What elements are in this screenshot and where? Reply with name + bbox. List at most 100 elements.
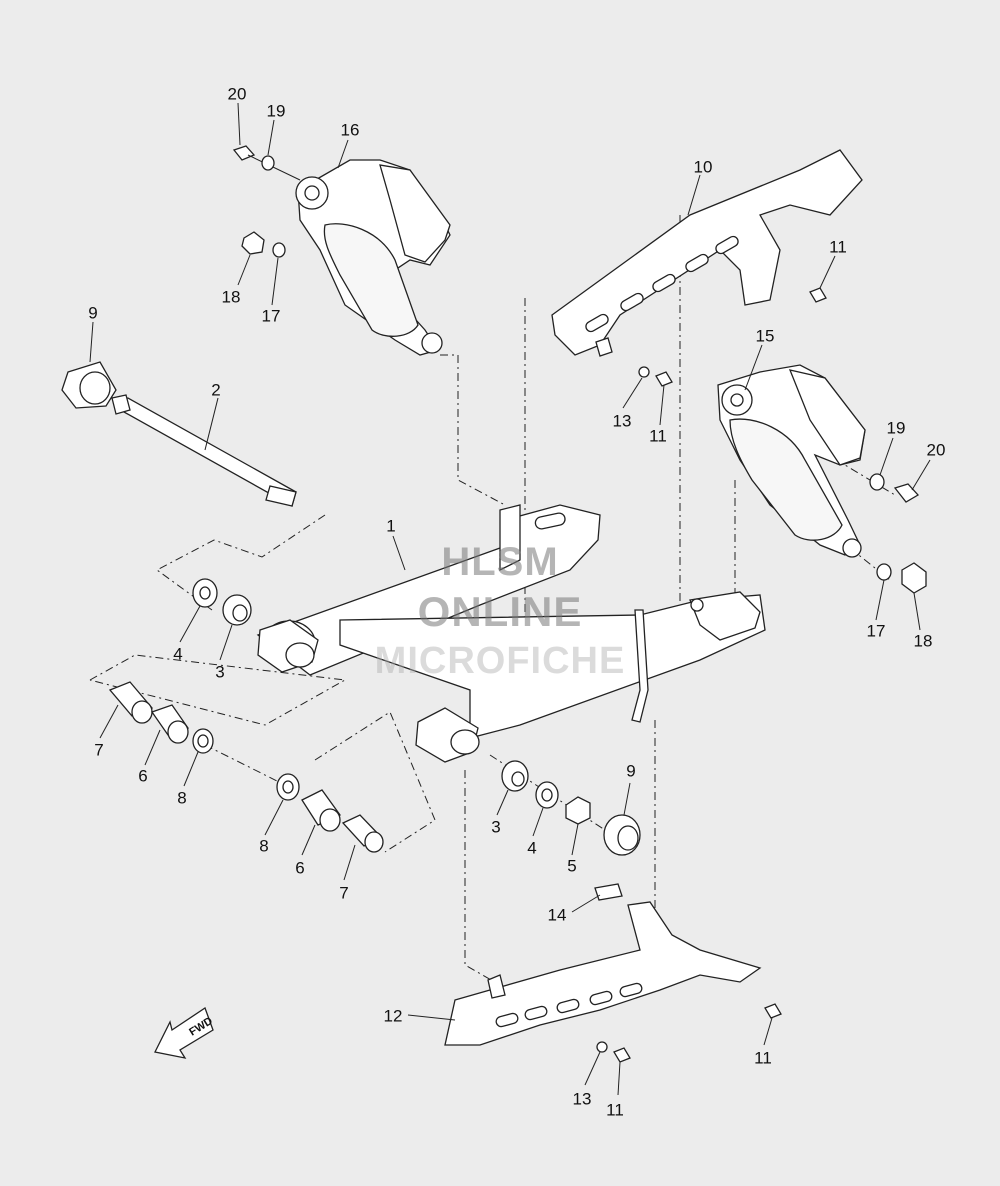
bolt-20-right	[893, 483, 920, 503]
leader-5	[571, 823, 579, 856]
leader-16	[337, 139, 349, 169]
callout-11-case-bottom[interactable]: 11	[606, 1100, 624, 1120]
collar-13-lower	[596, 1041, 608, 1053]
callout-5[interactable]: 5	[567, 856, 577, 876]
leader-6b	[301, 824, 316, 856]
leader-8a	[183, 751, 199, 787]
callout-7-right[interactable]: 7	[339, 883, 349, 903]
leader-17a	[271, 257, 279, 306]
leader-9b	[623, 782, 631, 816]
leader-11b	[659, 384, 665, 426]
callout-4-upper[interactable]: 4	[173, 644, 183, 664]
pivot-shaft	[111, 394, 297, 507]
leader-2	[204, 397, 219, 451]
pivot-nut-5	[565, 796, 591, 825]
thrust-washer-4-upper-hole	[199, 586, 211, 600]
callout-9-lower[interactable]: 9	[626, 761, 636, 781]
callout-14[interactable]: 14	[547, 905, 567, 925]
leader-9a	[89, 321, 94, 363]
leader-11a	[819, 255, 836, 289]
leader-19b	[879, 437, 894, 476]
callout-9-upper[interactable]: 9	[88, 303, 98, 323]
rear-shock-left-reservoir	[379, 164, 451, 263]
chain-case-upper-slot-2	[620, 292, 644, 312]
needle-bearing-6-left-end	[167, 720, 189, 744]
chain-case-lower-tab	[487, 974, 506, 999]
swingarm	[256, 504, 766, 763]
callout-19-upper[interactable]: 19	[266, 101, 286, 121]
callout-12[interactable]: 12	[383, 1006, 403, 1026]
rear-shock-left	[295, 159, 451, 356]
left-bearing-alignment-line	[89, 654, 347, 726]
leader-7a	[99, 704, 119, 739]
callout-16[interactable]: 16	[340, 120, 360, 140]
swingarm-left-slot	[534, 512, 566, 530]
callout-11-case-lower[interactable]: 11	[754, 1048, 772, 1068]
swingarm-bracket	[631, 609, 649, 723]
nut-18-right	[901, 562, 927, 594]
leader-17b	[875, 579, 885, 621]
chain-case-upper-slot-1	[585, 313, 609, 333]
swingarm-right-mount-hole	[690, 598, 704, 612]
chain-case-upper-slot-4	[685, 253, 709, 273]
collar-7-right-end	[364, 831, 384, 853]
callout-17-right[interactable]: 17	[866, 621, 886, 641]
leader-13b	[584, 1051, 601, 1086]
chain-case-lower-slot-5	[619, 982, 643, 998]
callout-6-left[interactable]: 6	[138, 766, 148, 786]
callout-17-upper[interactable]: 17	[261, 306, 281, 326]
pivot-nut-upper-face	[79, 371, 111, 405]
callout-19-right[interactable]: 19	[886, 418, 906, 438]
callout-13-lower[interactable]: 13	[572, 1089, 592, 1109]
rear-shock-right-bottom-eye	[842, 538, 862, 558]
swingarm-crossmember	[339, 594, 766, 739]
callout-2[interactable]: 2	[211, 380, 221, 400]
leader-4b	[532, 807, 544, 837]
rear-shock-left-top-bore	[304, 185, 320, 201]
callout-18-upper[interactable]: 18	[221, 287, 241, 307]
callout-1[interactable]: 1	[386, 516, 396, 536]
pivot-nut-upper	[61, 361, 117, 409]
chain-case-lower-slot-3	[556, 998, 580, 1014]
small-parts	[108, 145, 927, 1063]
callout-8-left[interactable]: 8	[177, 788, 187, 808]
washer-19-upper	[261, 155, 275, 171]
rear-shock-right	[717, 364, 866, 558]
upper-left-shock-line	[440, 354, 506, 506]
bolt-20-upper-axis	[247, 154, 301, 181]
leader-18b	[913, 592, 921, 631]
pivot-cap-9-lower-face	[617, 825, 639, 851]
swingarm-upper-mount	[499, 504, 521, 572]
callout-10[interactable]: 10	[693, 157, 713, 177]
callout-3-lower[interactable]: 3	[491, 817, 501, 837]
callout-4-lower[interactable]: 4	[527, 838, 537, 858]
oil-seal-8-right-hole	[282, 780, 294, 794]
oil-seal-8-left-hole	[197, 734, 209, 748]
callout-11-case-upper[interactable]: 11	[829, 237, 847, 257]
leader-14	[571, 894, 601, 913]
rear-shock-right-reservoir	[788, 369, 866, 466]
callout-7-left[interactable]: 7	[94, 740, 104, 760]
callout-18-right[interactable]: 18	[913, 631, 933, 651]
callout-13-upper[interactable]: 13	[612, 411, 632, 431]
callout-15[interactable]: 15	[755, 326, 775, 346]
leader-3b	[496, 789, 509, 816]
bearing-axis-line	[204, 744, 286, 786]
right-bearing-alignment-line	[314, 711, 436, 853]
callout-6-right[interactable]: 6	[295, 858, 305, 878]
leader-20a	[237, 102, 241, 146]
callout-3-upper[interactable]: 3	[215, 662, 225, 682]
callout-11-case-mid[interactable]: 11	[649, 426, 667, 446]
callout-20-upper[interactable]: 20	[227, 84, 247, 104]
rear-shock-right-top-bore	[730, 393, 744, 407]
washer-19-right	[869, 473, 885, 491]
callout-8-right[interactable]: 8	[259, 836, 269, 856]
bolt-11-case-mid	[655, 371, 673, 387]
chain-case-upper-tab	[595, 337, 613, 357]
callout-20-right[interactable]: 20	[926, 440, 946, 460]
chain-case-lower-body	[444, 901, 762, 1046]
nut-18-upper	[241, 231, 265, 255]
leader-lines	[89, 102, 931, 1096]
